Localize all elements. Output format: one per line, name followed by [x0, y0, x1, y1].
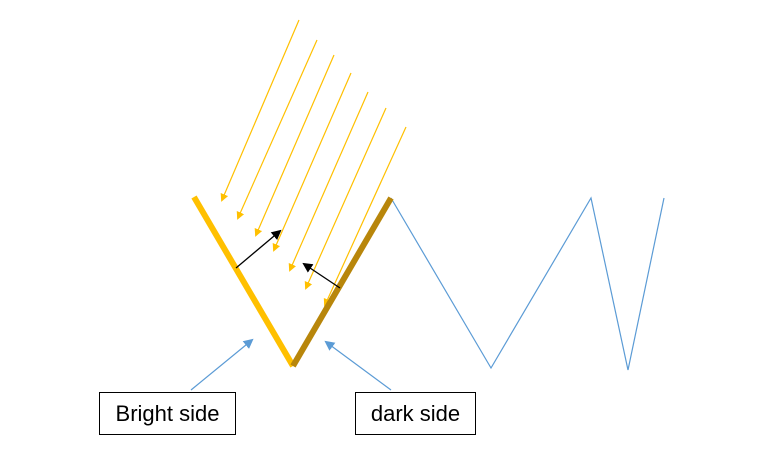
label-pointers: [190, 338, 392, 391]
dark-side-pointer: [324, 340, 392, 391]
sun-ray-1: [220, 19, 300, 202]
sun-ray-3: [254, 54, 335, 237]
reflection-ray-2: [302, 262, 341, 289]
reflection-ray-1: [235, 229, 282, 269]
sun-ray-2: [236, 39, 318, 220]
dark-side-label: dark side: [355, 392, 476, 435]
bright-side-pointer: [190, 338, 254, 391]
bright-side-surface: [191, 195, 296, 368]
sun-ray-4: [272, 72, 352, 252]
zigzag-surface-line: [390, 196, 665, 371]
sun-ray-7: [323, 126, 407, 307]
bright-side-label: Bright side: [99, 392, 236, 435]
sun-ray-6: [304, 107, 387, 290]
dark-side-surface: [290, 196, 394, 368]
sun-ray-5: [288, 91, 369, 272]
incoming-rays: [220, 19, 407, 307]
reflected-rays: [235, 229, 341, 289]
